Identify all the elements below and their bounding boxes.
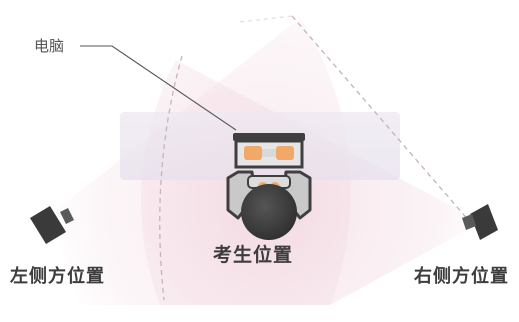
examinee-position-label: 考生位置 — [213, 244, 294, 266]
fov-dashed-line-right — [291, 15, 471, 223]
computer-label: 电脑 — [34, 37, 65, 55]
computer-pointer-line — [80, 45, 237, 131]
examinee-figure — [226, 170, 312, 240]
fov-dashed-arc — [159, 55, 183, 301]
fov-dashed-line-top — [239, 15, 293, 23]
right-side-position-label: 右侧方位置 — [414, 266, 509, 287]
left-camera-icon — [30, 206, 74, 244]
computer-desk — [233, 133, 305, 169]
left-side-position-label: 左侧方位置 — [10, 266, 105, 287]
right-camera-icon — [462, 204, 498, 240]
